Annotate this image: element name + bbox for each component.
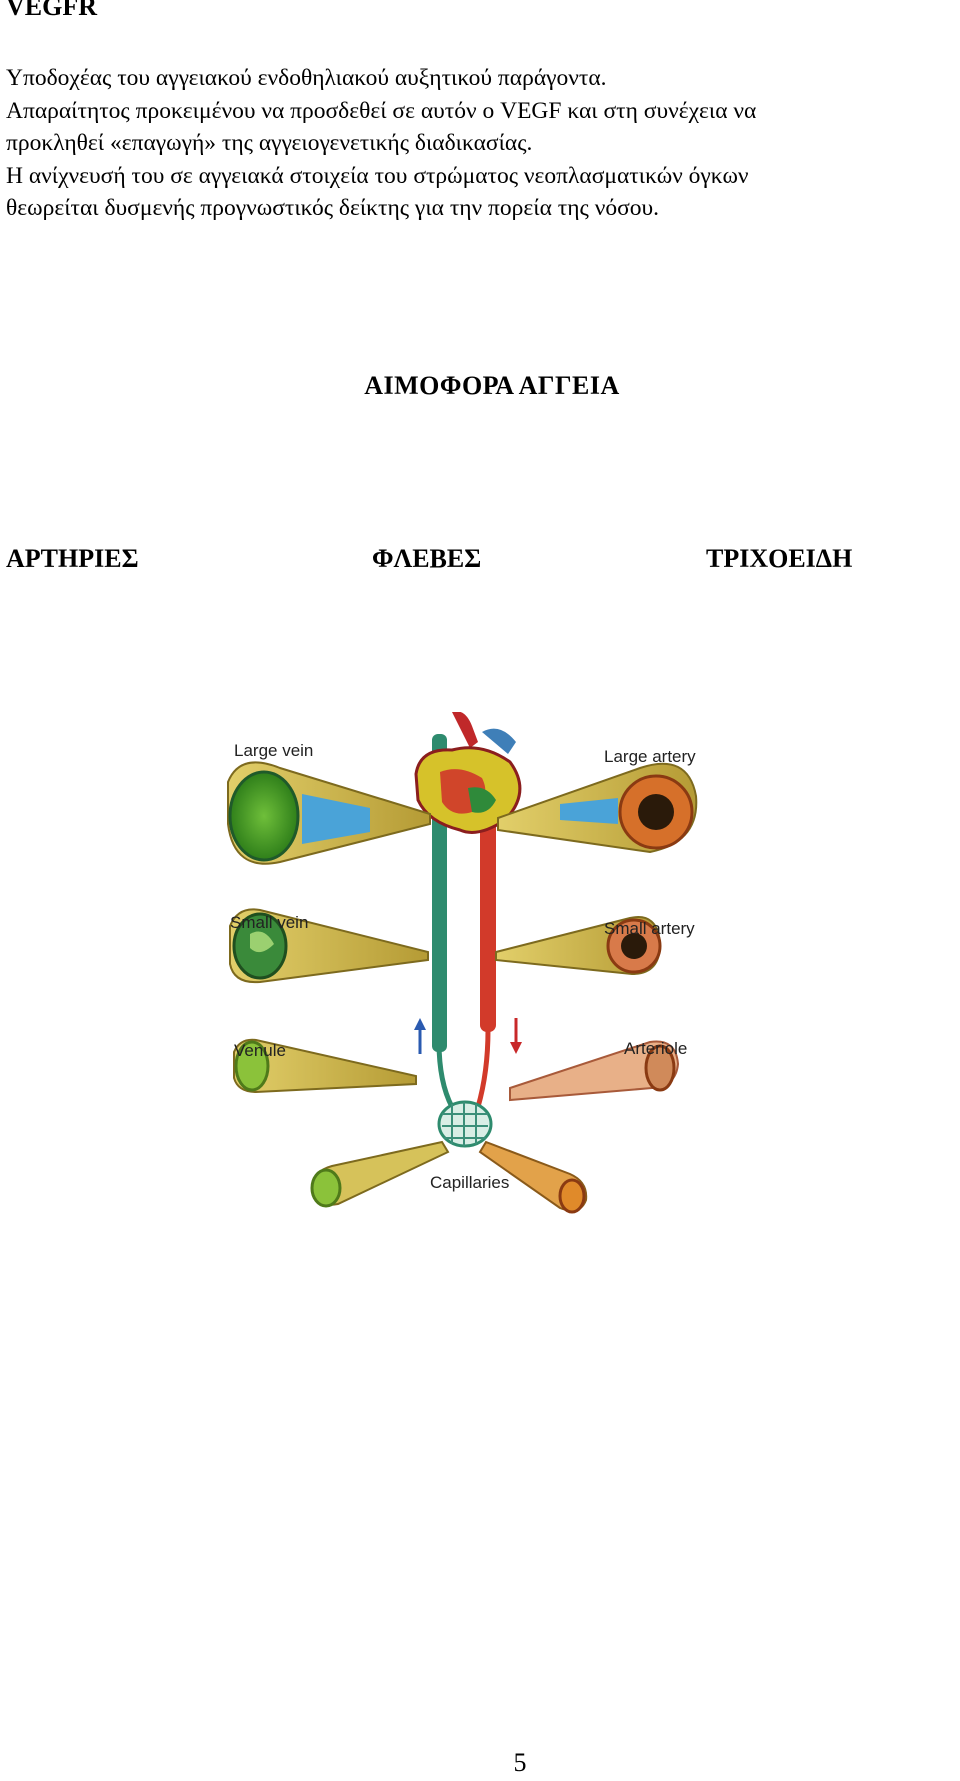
paragraph-line: Υποδοχέας του αγγειακού ενδοθηλιακού αυξ… (6, 65, 607, 91)
label-venule: Venule (234, 1041, 286, 1060)
arterial-flow-arrow-icon (510, 1018, 522, 1054)
vessel-type-capillaries: ΤΡΙΧΟΕΙΔΗ (706, 544, 853, 573)
large-artery-section (497, 762, 698, 854)
paragraph-line: Η ανίχνευσή του σε αγγειακά στοιχεία του… (6, 162, 749, 189)
label-large-artery: Large artery (604, 747, 696, 766)
venous-flow-arrow-icon (414, 1018, 426, 1054)
paragraph-line: θεωρείται δυσμενής προγνωστικός δείκτης … (6, 195, 659, 221)
arterial-capillary-tube (478, 1140, 588, 1214)
large-vein-section (227, 761, 431, 865)
label-large-vein: Large vein (234, 741, 313, 760)
body-paragraph: Υποδοχέας του αγγειακού ενδοθηλιακού αυξ… (6, 62, 956, 225)
label-small-vein: Small vein (230, 913, 308, 932)
venous-capillary-tube (310, 1140, 450, 1208)
blood-vessels-svg: Large vein Large artery Small vein Small… (227, 712, 698, 1214)
label-arteriole: Arteriole (624, 1039, 687, 1058)
paragraph-line: προκληθεί «επαγωγή» της αγγειογενετικής … (6, 130, 533, 156)
page-number: 5 (513, 1748, 527, 1777)
paragraph-line: Απαραίτητος προκειμένου να προσδεθεί σε … (6, 97, 757, 124)
label-capillaries: Capillaries (430, 1173, 509, 1192)
document-heading: VEGFR (6, 0, 97, 21)
label-small-artery: Small artery (604, 919, 695, 938)
heart-icon (414, 712, 522, 834)
artery-trunk (480, 772, 496, 1032)
blood-vessels-diagram: Large vein Large artery Small vein Small… (220, 712, 730, 1232)
small-artery-section (495, 916, 662, 976)
vessel-type-arteries: ΑΡΤΗΡΙΕΣ (6, 544, 139, 573)
small-vein-section (229, 908, 429, 984)
arteriole-section (509, 1040, 680, 1102)
capillary-network (437, 1100, 493, 1148)
venule-section (233, 1038, 417, 1094)
section-title: ΑΙΜΟΦΟΡΑ ΑΓΓΕΙΑ (364, 371, 620, 400)
vessel-type-veins: ΦΛΕΒΕΣ (372, 544, 482, 573)
